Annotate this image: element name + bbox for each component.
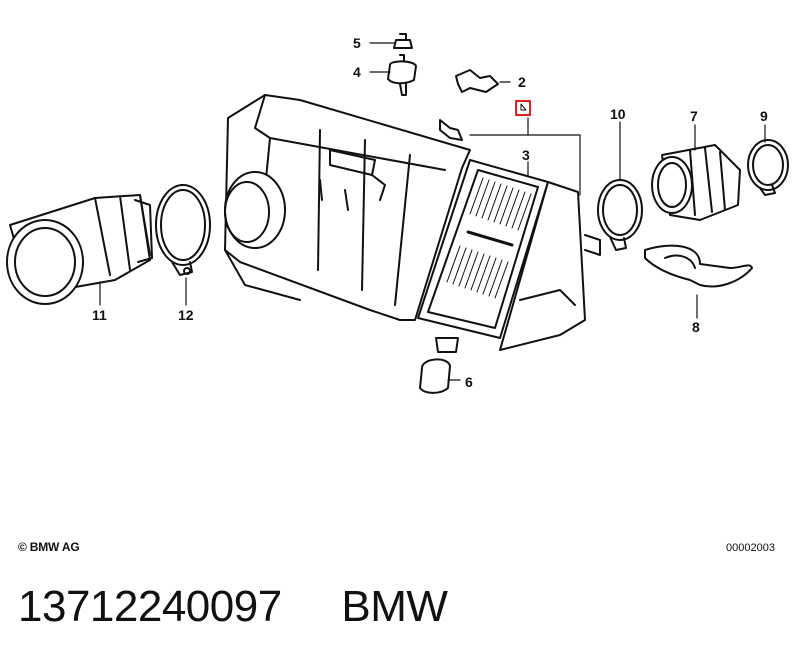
callout-8: 8 <box>692 319 700 335</box>
part-info: 13712240097 BMW <box>18 582 448 632</box>
hose-clamp-left-part[interactable] <box>155 184 211 276</box>
hose-clamp-small-part[interactable] <box>747 139 789 196</box>
heat-shield-part[interactable] <box>644 244 753 288</box>
callout-9: 9 <box>760 108 768 124</box>
air-filter-housing[interactable] <box>224 94 471 321</box>
callout-11: 11 <box>92 307 107 323</box>
rubber-boot-part[interactable] <box>651 144 741 221</box>
intake-tube-part[interactable] <box>6 194 153 305</box>
callout-7: 7 <box>690 108 698 124</box>
callout-2: 2 <box>518 74 526 90</box>
rubber-buffer-part[interactable] <box>419 337 459 394</box>
highlight-marker <box>515 100 531 116</box>
callout-12: 12 <box>178 307 194 323</box>
diagram-id: 00002003 <box>726 542 775 554</box>
copyright-notice: © BMW AG <box>18 540 80 554</box>
hose-clamp-right-part[interactable] <box>597 179 643 251</box>
rubber-mount-part[interactable] <box>387 54 417 96</box>
callout-4: 4 <box>353 64 361 80</box>
retaining-clip-part[interactable] <box>439 69 499 141</box>
part-brand: BMW <box>341 582 448 631</box>
leader-lines <box>99 42 766 381</box>
nut-part[interactable] <box>393 33 413 49</box>
filter-element-part[interactable] <box>417 159 549 339</box>
callout-10: 10 <box>610 106 626 122</box>
air-filter-lower-housing[interactable] <box>499 181 601 351</box>
callout-6: 6 <box>465 374 473 390</box>
callout-3: 3 <box>522 147 530 163</box>
parts-diagram: 5 4 2 3 10 7 9 8 11 12 6 <box>6 33 789 394</box>
part-number: 13712240097 <box>18 582 282 631</box>
callout-5: 5 <box>353 35 361 51</box>
